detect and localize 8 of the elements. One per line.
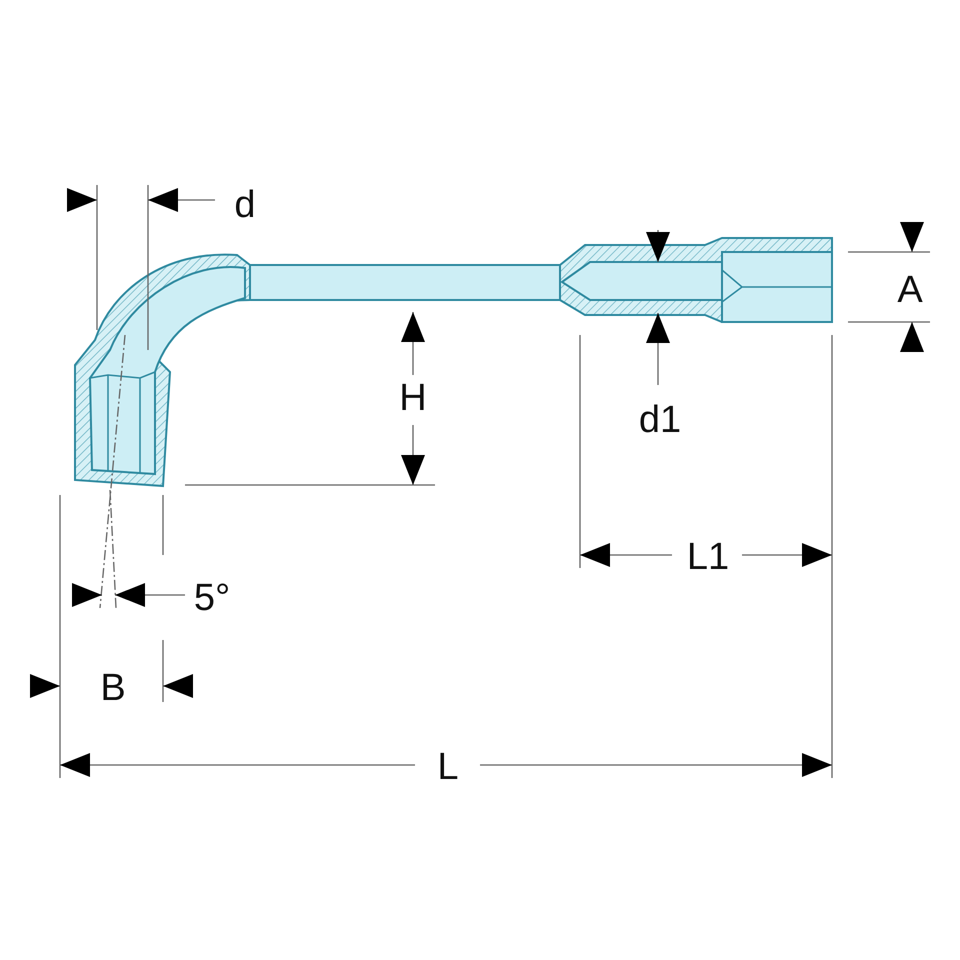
dimension-label: 5°	[194, 579, 230, 617]
dimension-label: d1	[638, 401, 682, 439]
dimension-label: A	[897, 271, 923, 309]
dimension-label: H	[399, 379, 427, 417]
dimension-label: d	[234, 186, 256, 224]
dimension-label: L1	[686, 538, 730, 576]
dimension-label: B	[100, 669, 126, 707]
dimension-label: L	[437, 748, 459, 786]
